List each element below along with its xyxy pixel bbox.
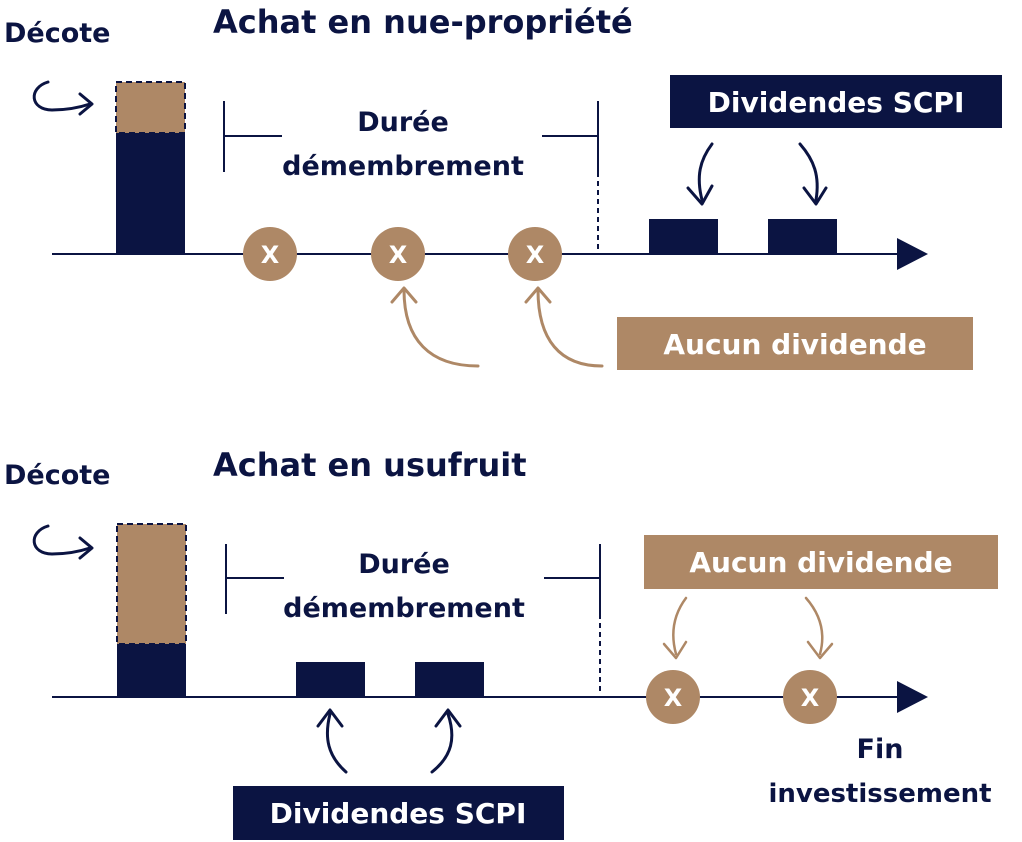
bottom-no-dividend-badge [644, 535, 998, 589]
top-duree-line2: démembrement [282, 151, 524, 182]
top-purchase-bar-navy [116, 133, 185, 255]
usufruit-section: Achat en usufruit Décote Durée démembrem… [4, 446, 998, 840]
top-x-marker: X [508, 227, 562, 281]
bottom-dividends-badge [233, 786, 564, 840]
bottom-no-dividend-arrow-icon [672, 596, 688, 656]
bottom-dividend-arrow-icon [325, 712, 348, 774]
top-x-marker-label: X [389, 241, 408, 269]
top-no-dividend-badge [617, 317, 973, 370]
bottom-x-marker: X [646, 670, 700, 724]
top-x-marker-label: X [261, 241, 280, 269]
top-duree-bracket [223, 101, 599, 252]
top-dividend-arrow-icon [697, 142, 714, 202]
top-x-marker: X [371, 227, 425, 281]
top-duree-line1: Durée [357, 107, 449, 138]
bottom-decote-arrowhead-icon [78, 536, 94, 560]
end-label-line1: Fin [857, 734, 904, 765]
bottom-dividends-badge-label: Dividendes SCPI [270, 797, 527, 830]
top-dividend-block [649, 219, 718, 254]
top-x-marker: X [243, 227, 297, 281]
bottom-duree-line1: Durée [358, 549, 450, 580]
bottom-duree-line2: démembrement [283, 593, 525, 624]
bottom-decote-dashed-outline [116, 523, 187, 645]
bottom-x-marker-label: X [801, 684, 820, 712]
top-decote-arrowhead-icon [78, 92, 94, 116]
bottom-duree-bracket [225, 544, 601, 695]
top-no-dividend-badge-label: Aucun dividende [663, 328, 926, 361]
bottom-decote-label: Décote [4, 460, 111, 491]
bottom-dividend-arrowhead-icon [316, 708, 344, 728]
bottom-decote-block [117, 524, 186, 644]
top-decote-dashed-outline [115, 81, 186, 134]
bottom-purchase-bar-navy [117, 644, 186, 697]
top-decote-arrow-icon [32, 80, 92, 112]
top-no-dividend-arrowhead-icon [524, 286, 552, 304]
top-dividends-badge-label: Dividendes SCPI [708, 86, 965, 119]
usufruit-title: Achat en usufruit [213, 446, 527, 484]
top-dividend-arrow-icon [798, 142, 819, 202]
bottom-no-dividend-arrowhead-icon [662, 640, 688, 660]
top-no-dividend-arrow-icon [536, 288, 604, 368]
bottom-dividend-arrow-icon [430, 712, 454, 774]
top-dividend-arrowhead-icon [802, 186, 828, 206]
bottom-x-marker: X [783, 670, 837, 724]
end-label-line2: investissement [768, 779, 991, 809]
top-decote-block [116, 82, 185, 133]
bottom-dividend-arrowhead-icon [434, 708, 462, 728]
top-no-dividend-arrowhead-icon [390, 286, 418, 304]
top-no-dividend-arrow-icon [402, 288, 480, 368]
top-dividends-badge [670, 75, 1002, 128]
nue-propriete-title: Achat en nue-propriété [213, 3, 633, 41]
bottom-no-dividend-arrowhead-icon [806, 640, 834, 660]
top-dividend-arrowhead-icon [686, 184, 714, 206]
top-decote-label: Décote [4, 18, 111, 49]
bottom-x-marker-label: X [664, 684, 683, 712]
bottom-dividend-block [415, 662, 484, 697]
bottom-timeline-arrowhead-icon [897, 681, 928, 713]
top-dividend-block [768, 219, 837, 254]
top-timeline-arrowhead-icon [897, 238, 928, 270]
bottom-no-dividend-arrow-icon [804, 596, 824, 656]
bottom-decote-arrow-icon [32, 524, 92, 556]
bottom-dividend-block [296, 662, 365, 697]
bottom-no-dividend-badge-label: Aucun dividende [689, 546, 952, 579]
nue-propriete-section: Achat en nue-propriété Décote Durée déme… [4, 3, 1002, 370]
top-x-marker-label: X [526, 241, 545, 269]
